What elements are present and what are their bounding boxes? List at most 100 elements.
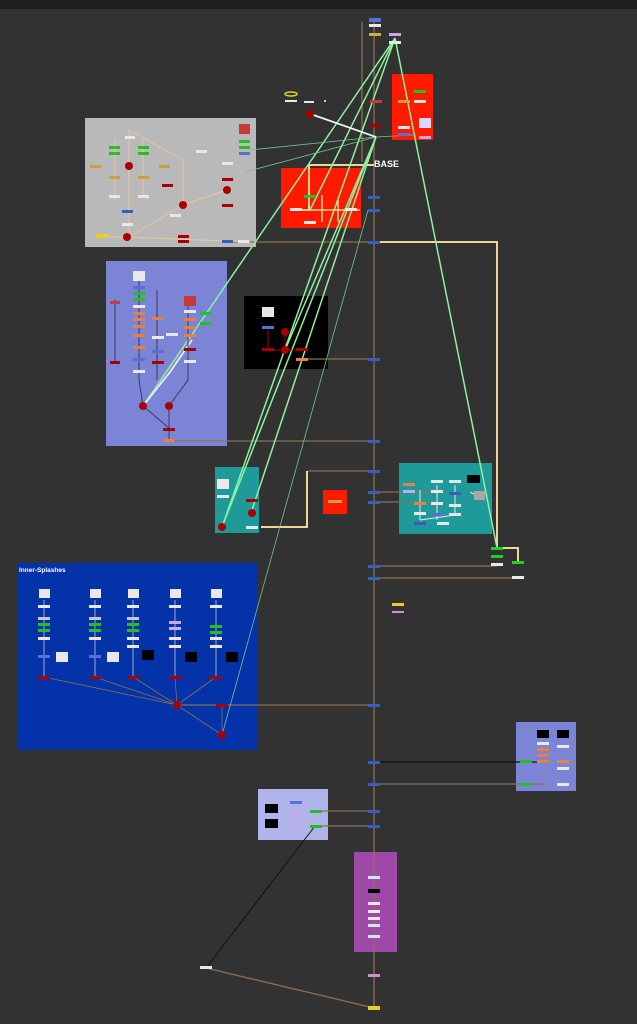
merge-node-1[interactable] bbox=[368, 196, 380, 199]
splash-2-thumb-2[interactable] bbox=[107, 652, 119, 662]
splash-1-node-4[interactable] bbox=[38, 629, 50, 632]
node-top-5[interactable] bbox=[389, 41, 401, 44]
splash-3-node-3[interactable] bbox=[127, 623, 139, 626]
splash-3-node-5[interactable] bbox=[127, 637, 139, 640]
teal-large-node-5[interactable] bbox=[449, 480, 461, 483]
violet-node-27[interactable] bbox=[163, 428, 175, 431]
splash-1-thumb-2[interactable] bbox=[56, 652, 68, 662]
gray-node-14[interactable] bbox=[170, 214, 181, 217]
splash-3-node-4[interactable] bbox=[127, 629, 139, 632]
teal-large-node-6[interactable] bbox=[449, 492, 461, 495]
splash-1-node-7[interactable] bbox=[38, 676, 50, 679]
violet-right-node-4[interactable] bbox=[537, 754, 549, 757]
gray-node-15[interactable] bbox=[122, 223, 133, 226]
violet-node-26[interactable] bbox=[166, 333, 178, 336]
splash-2-node-7[interactable] bbox=[89, 676, 101, 679]
violet-right-thumb-2[interactable] bbox=[557, 730, 569, 738]
green-node-3[interactable] bbox=[512, 561, 524, 564]
splash-4-node-5[interactable] bbox=[169, 645, 181, 648]
white-node-2[interactable] bbox=[512, 576, 524, 579]
violet-right-node-9[interactable] bbox=[520, 783, 532, 786]
violet-right-node-8[interactable] bbox=[557, 767, 569, 770]
violet-node-18[interactable] bbox=[184, 310, 196, 313]
magenta-node-3[interactable] bbox=[368, 902, 380, 905]
base-node-2[interactable] bbox=[290, 208, 302, 211]
base-node-3[interactable] bbox=[345, 208, 357, 211]
gray-node-27[interactable] bbox=[239, 152, 250, 155]
violet-node-8[interactable] bbox=[152, 317, 164, 320]
black-dot-2[interactable] bbox=[281, 346, 289, 354]
splash-merge-dot-1[interactable] bbox=[173, 701, 181, 709]
merge-node-14[interactable] bbox=[368, 810, 380, 813]
teal-large-node-14[interactable] bbox=[437, 522, 449, 525]
red-top-node-7[interactable] bbox=[419, 136, 431, 139]
violet-node-23[interactable] bbox=[184, 360, 196, 363]
teal-small-node-1[interactable] bbox=[217, 495, 229, 498]
violet-dot-1[interactable] bbox=[139, 402, 147, 410]
splash-2-node-3[interactable] bbox=[89, 623, 101, 626]
splash-2-node-2[interactable] bbox=[89, 617, 101, 620]
violet-node-1[interactable] bbox=[133, 286, 145, 289]
black-node-4[interactable] bbox=[296, 358, 308, 361]
gray-node-1[interactable] bbox=[125, 136, 135, 139]
gray-node-13[interactable] bbox=[122, 210, 133, 213]
violet-node-4[interactable] bbox=[133, 305, 145, 308]
node-top-4[interactable] bbox=[389, 33, 401, 36]
splash-5-node-6[interactable] bbox=[210, 676, 222, 679]
floating-node-1[interactable] bbox=[285, 100, 297, 102]
merge-node-4[interactable] bbox=[368, 358, 380, 361]
gray-node-12[interactable] bbox=[138, 195, 149, 198]
floating-node-2[interactable] bbox=[304, 101, 314, 103]
gray-node-7[interactable] bbox=[159, 165, 170, 168]
black-thumb[interactable] bbox=[262, 307, 274, 317]
splash-4-thumb-2[interactable] bbox=[185, 652, 197, 662]
merge-node-11[interactable] bbox=[368, 704, 380, 707]
magenta-node[interactable] bbox=[368, 974, 380, 977]
base-node-1[interactable] bbox=[304, 195, 316, 198]
red-top-node-2[interactable] bbox=[414, 100, 426, 103]
splash-3-thumb[interactable] bbox=[128, 589, 139, 598]
gray-node-23[interactable] bbox=[222, 240, 233, 243]
splash-5-thumb[interactable] bbox=[211, 589, 222, 598]
violet-node-2[interactable] bbox=[133, 292, 145, 295]
magenta-node-1[interactable] bbox=[368, 876, 380, 879]
backdrop-violet[interactable] bbox=[106, 261, 227, 446]
merge-node-6[interactable] bbox=[368, 470, 380, 473]
gray-node-25[interactable] bbox=[239, 140, 250, 143]
splash-2-node-4[interactable] bbox=[89, 629, 101, 632]
node-top-3[interactable] bbox=[369, 33, 381, 36]
violet-node-3[interactable] bbox=[133, 298, 145, 301]
teal-large-node-3[interactable] bbox=[431, 480, 443, 483]
lavender-node-2[interactable] bbox=[290, 812, 302, 815]
green-node-2[interactable] bbox=[491, 555, 503, 558]
splash-2-node-1[interactable] bbox=[89, 605, 101, 608]
backdrop-red-top[interactable] bbox=[392, 74, 433, 140]
teal-large-node-2[interactable] bbox=[403, 490, 415, 493]
loose-node-mid-2[interactable] bbox=[392, 611, 404, 613]
splash-3-node-2[interactable] bbox=[127, 617, 139, 620]
splash-5-thumb-2[interactable] bbox=[226, 652, 238, 662]
gray-node-10[interactable] bbox=[162, 184, 173, 187]
lavender-node-1[interactable] bbox=[290, 801, 302, 804]
red-top-node-6[interactable] bbox=[398, 133, 410, 136]
merge-node-10[interactable] bbox=[368, 577, 380, 580]
merge-node-5[interactable] bbox=[368, 440, 380, 443]
splash-1-node-5[interactable] bbox=[38, 637, 50, 640]
violet-node-25[interactable] bbox=[200, 322, 212, 325]
splash-3-node-7[interactable] bbox=[127, 676, 139, 679]
teal-large-node-13[interactable] bbox=[414, 522, 426, 525]
floating-dot-red[interactable] bbox=[306, 110, 314, 118]
violet-right-node-3[interactable] bbox=[557, 745, 569, 748]
teal-large-node-1[interactable] bbox=[403, 483, 415, 486]
violet-node-7[interactable] bbox=[133, 318, 145, 321]
black-dot-1[interactable] bbox=[281, 328, 289, 336]
gray-node-4[interactable] bbox=[109, 152, 120, 155]
loose-node-bottom[interactable] bbox=[200, 966, 212, 969]
red-top-node-4[interactable] bbox=[419, 118, 431, 128]
node-top-2[interactable] bbox=[369, 24, 381, 27]
violet-dot-2[interactable] bbox=[165, 402, 173, 410]
teal-large-node-7[interactable] bbox=[414, 502, 426, 505]
gray-node-24[interactable] bbox=[238, 240, 249, 243]
violet-node-10[interactable] bbox=[133, 334, 145, 337]
